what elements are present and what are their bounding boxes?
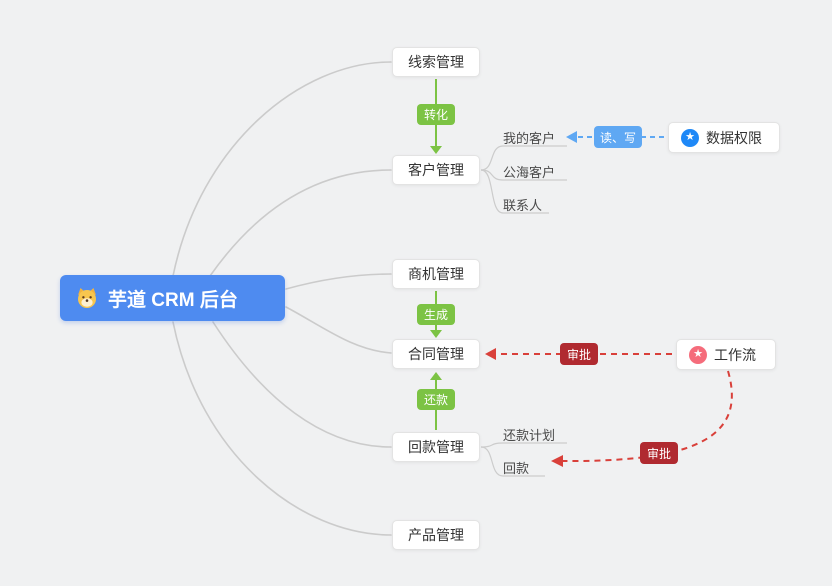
node-workflow[interactable]: ★ 工作流 — [676, 339, 776, 370]
badge-read-write: 读、写 — [594, 126, 642, 148]
node-product-management[interactable]: 产品管理 — [392, 520, 480, 550]
badge-repay: 还款 — [417, 389, 455, 410]
data-permission-label: 数据权限 — [706, 129, 762, 146]
node-data-permission[interactable]: ★ 数据权限 — [668, 122, 780, 153]
node-customer-management[interactable]: 客户管理 — [392, 155, 480, 185]
child-branch-lines — [480, 145, 567, 477]
green-flow-arrows — [430, 79, 442, 430]
dog-face-icon — [75, 286, 99, 310]
star-icon: ★ — [681, 128, 699, 147]
blue-permission-arrow — [566, 131, 664, 143]
badge-approve-contract: 审批 — [560, 343, 598, 365]
tree-branch-lines — [172, 61, 392, 536]
node-contract-management[interactable]: 合同管理 — [392, 339, 480, 369]
node-lead-management[interactable]: 线索管理 — [392, 47, 480, 77]
workflow-label: 工作流 — [714, 346, 756, 363]
subitem-contacts[interactable]: 联系人 — [503, 198, 543, 213]
star-icon: ★ — [689, 345, 707, 364]
root-node-label: 芋道 CRM 后台 — [108, 289, 238, 311]
subitem-public-pool-customers[interactable]: 公海客户 — [503, 165, 556, 180]
node-business-opportunity-management[interactable]: 商机管理 — [392, 259, 480, 289]
subitem-receipt[interactable]: 回款 — [503, 461, 530, 476]
subitem-my-customers[interactable]: 我的客户 — [503, 131, 556, 146]
badge-approve-receivable: 审批 — [640, 442, 678, 464]
badge-generate: 生成 — [417, 304, 455, 325]
root-node-crm-backend[interactable]: 芋道 CRM 后台 — [60, 275, 285, 321]
node-receivable-management[interactable]: 回款管理 — [392, 432, 480, 462]
subitem-repayment-plan[interactable]: 还款计划 — [503, 428, 556, 443]
badge-convert: 转化 — [417, 104, 455, 125]
